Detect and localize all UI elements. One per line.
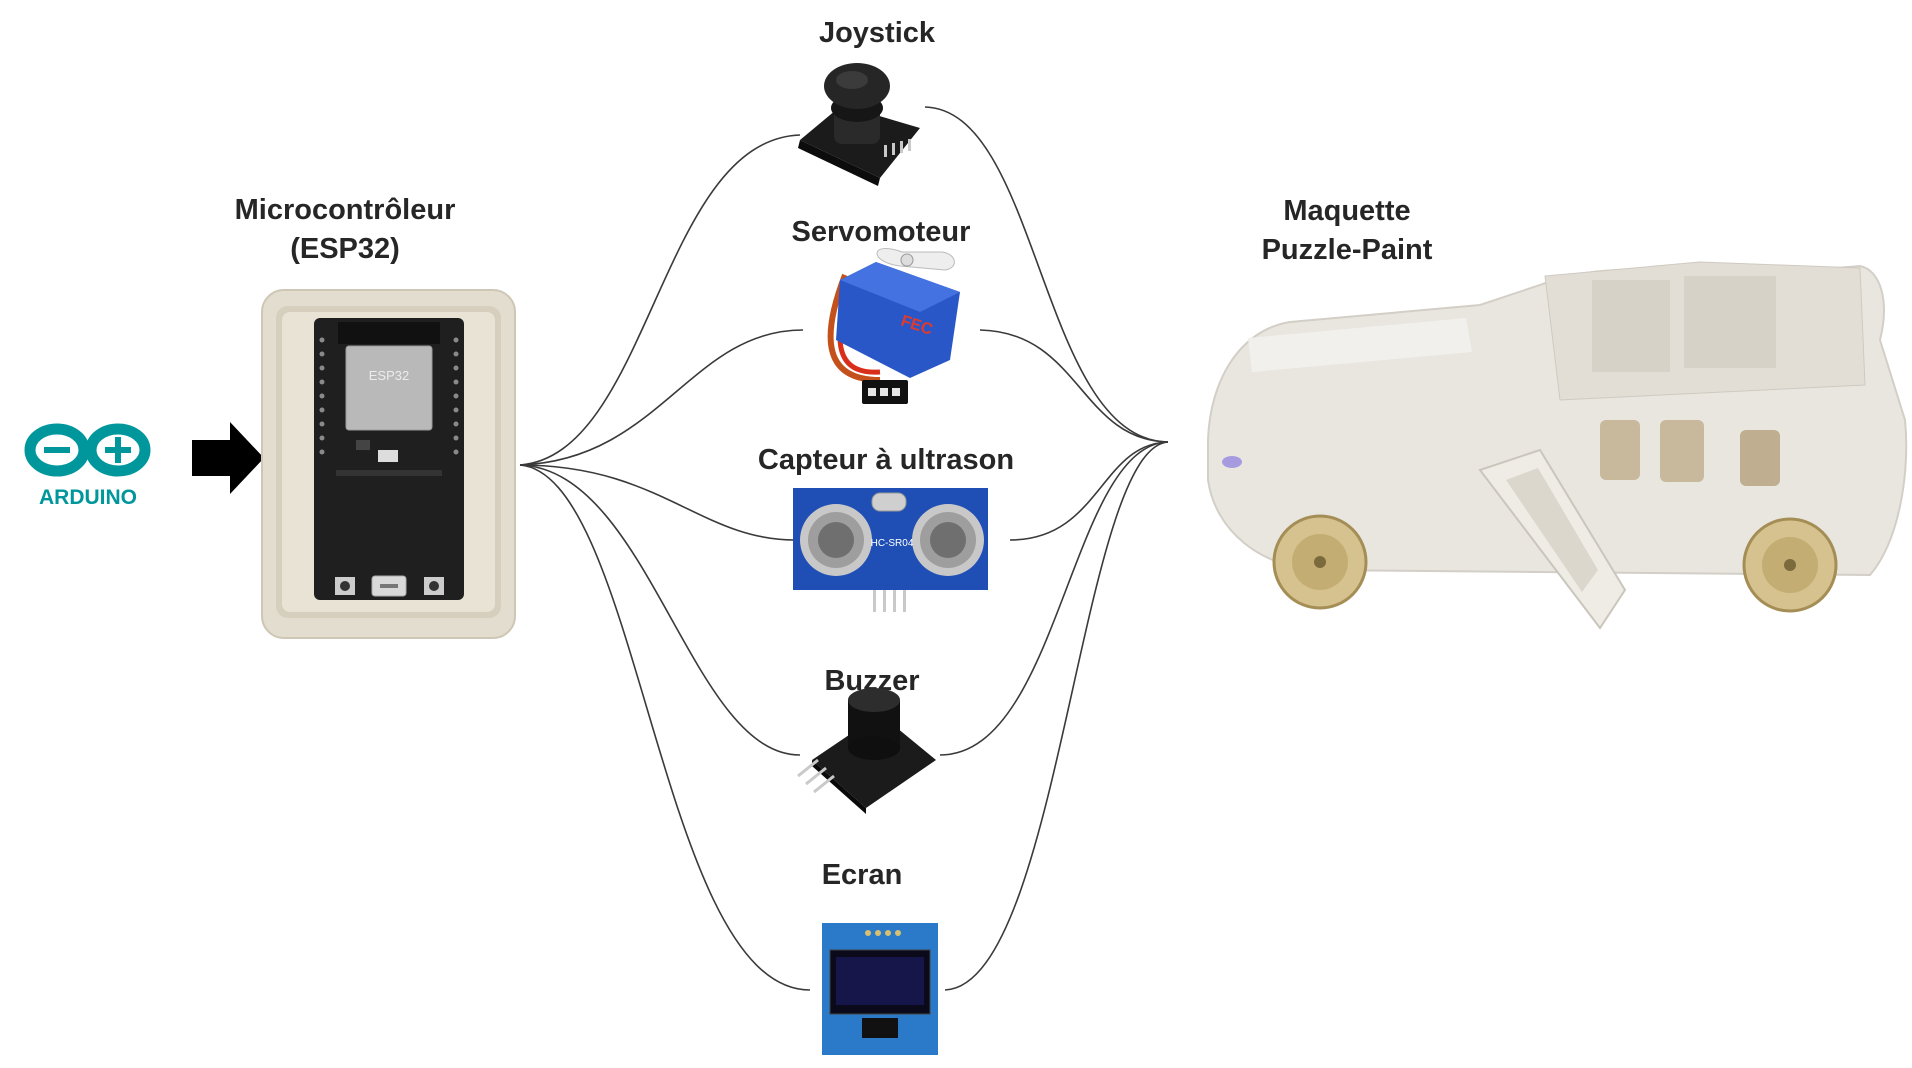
microcontroller-title-line2: (ESP32) [290,233,400,265]
esp32-board-in-case: ESP32 [261,289,516,639]
connector-left-ultrasonic [519,464,796,541]
buzzer-icon [797,688,936,814]
ultrasonic-sensor-icon: HC-SR04 [793,488,988,612]
connector-left-buzzer [519,464,801,756]
infinity-icon [24,423,151,477]
connector-right-servo [979,329,1169,443]
arrow-right-icon [192,422,264,494]
connectors [519,106,1169,991]
component-label-servo: Servomoteur [792,216,971,248]
connector-right-screen [944,441,1169,991]
esp32-chip-label: ESP32 [369,368,409,383]
model-title-line1: Maquette [1283,195,1410,227]
component-label-screen: Ecran [822,859,903,891]
connector-left-screen [519,464,811,991]
model-title-line2: Puzzle-Paint [1262,234,1433,266]
connector-right-ultrasonic [1009,441,1169,541]
car-rear-wheel [1742,517,1838,613]
joystick-icon [798,63,920,186]
car-model-icon [1207,261,1908,630]
ultrasonic-model-text: HC-SR04 [871,538,914,549]
microcontroller-title-line1: Microcontrôleur [235,194,456,226]
component-label-ultrasonic: Capteur à ultrason [758,444,1014,476]
arduino-logo: ARDUINO [24,423,151,509]
connector-right-joystick [924,106,1169,443]
oled-screen-icon [822,923,938,1055]
connector-left-servo [519,329,804,466]
arduino-wordmark: ARDUINO [39,486,137,509]
servo-icon: FEC [827,247,960,404]
connector-right-buzzer [939,441,1169,756]
component-label-joystick: Joystick [819,17,936,49]
car-front-wheel [1272,514,1368,610]
connector-left-joystick [519,134,801,466]
